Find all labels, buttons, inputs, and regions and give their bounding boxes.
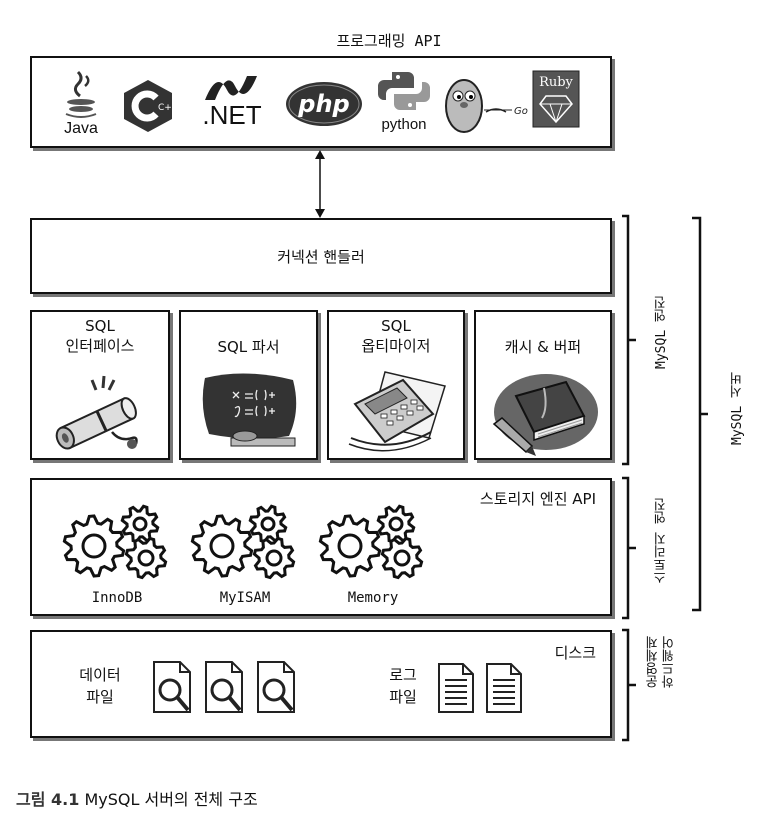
layer-brackets xyxy=(622,214,708,742)
data-file-search-icon xyxy=(153,660,296,714)
python-label: python xyxy=(381,116,427,133)
myisam-gears-icon xyxy=(190,502,300,586)
sql-parser-label: SQL 파서 xyxy=(217,338,280,356)
innodb-label: InnoDB xyxy=(91,590,143,606)
sql-optimizer-label: SQL 옵티마이저 xyxy=(361,317,431,355)
sql-interface-box: SQL 인터페이스 xyxy=(30,310,170,460)
disk-title: 디스크 xyxy=(554,644,596,662)
mysql-server-side-label: MySQL 서버 xyxy=(730,372,745,445)
programming-api-title: 프로그래밍 API xyxy=(336,32,442,50)
programming-api-box: Java C++ .NET php python xyxy=(30,56,612,148)
dotnet-logo-icon: .NET xyxy=(197,72,267,138)
mysql-engine-side-label: MySQL 엔진 xyxy=(654,296,669,369)
figure-caption: 그림 4.1 MySQL 서버의 전체 구조 xyxy=(16,786,258,810)
innodb-gears-icon xyxy=(62,502,172,586)
dotnet-label: .NET xyxy=(202,100,262,130)
sql-parser-box: SQL 파서 xyxy=(179,310,318,460)
storage-engine-box: 스토리지 엔진 API InnoDB MyISAM Memory xyxy=(30,478,612,616)
sql-interface-label: SQL 인터페이스 xyxy=(65,317,135,355)
gear-hole xyxy=(132,516,148,532)
storage-engine-api-title: 스토리지 엔진 API xyxy=(479,490,596,508)
php-label: php xyxy=(297,90,349,118)
gear-hole xyxy=(265,549,283,567)
go-label: Go xyxy=(514,106,528,117)
ruby-logo-icon: Ruby xyxy=(532,70,580,128)
connection-handler-label: 커넥션 핸들러 xyxy=(277,248,365,266)
chalkboard-icon xyxy=(202,373,297,447)
cache-buffer-label: 캐시 & 버퍼 xyxy=(504,338,582,356)
disk-box: 디스크 데이터 파일 로그 파일 xyxy=(30,630,612,738)
ruby-label: Ruby xyxy=(539,75,573,90)
java-label: Java xyxy=(64,120,98,137)
data-files-label: 데이터 파일 xyxy=(79,666,121,706)
memory-gears-icon xyxy=(318,502,428,586)
php-logo-icon: php xyxy=(284,78,364,130)
memory-label: Memory xyxy=(347,590,399,606)
gear-hole xyxy=(137,549,155,567)
figure-title: MySQL 서버의 전체 구조 xyxy=(79,790,258,809)
gear-hole xyxy=(337,533,363,559)
gear-hole xyxy=(209,533,235,559)
figure-number: 그림 4.1 xyxy=(16,790,80,809)
book-pencil-icon xyxy=(492,374,598,456)
scroll-icon xyxy=(55,375,138,450)
gear-hole xyxy=(393,549,411,567)
cpp-logo-icon: C++ xyxy=(122,78,179,134)
storage-engine-side-label: 스토리지 엔진 xyxy=(654,498,669,584)
gear-hole xyxy=(388,516,404,532)
calculator-icon xyxy=(348,371,446,452)
python-logo-icon: python xyxy=(376,68,432,144)
myisam-label: MyISAM xyxy=(219,590,271,606)
go-gopher-icon: Go xyxy=(442,72,528,138)
gear-hole xyxy=(81,533,107,559)
log-files-label: 로그 파일 xyxy=(389,666,417,706)
connection-handler-box: 커넥션 핸들러 xyxy=(30,218,612,294)
os-hardware-side-label: 운영체제 하드웨어 xyxy=(646,636,677,688)
log-file-icon xyxy=(438,663,522,713)
gear-hole xyxy=(260,516,276,532)
api-connection-arrow xyxy=(315,150,325,218)
sql-optimizer-box: SQL 옵티마이저 xyxy=(327,310,465,460)
cache-buffer-box: 캐시 & 버퍼 xyxy=(474,310,612,460)
java-logo-icon: Java xyxy=(56,66,106,142)
cpp-plus-text: C++ xyxy=(158,103,174,113)
